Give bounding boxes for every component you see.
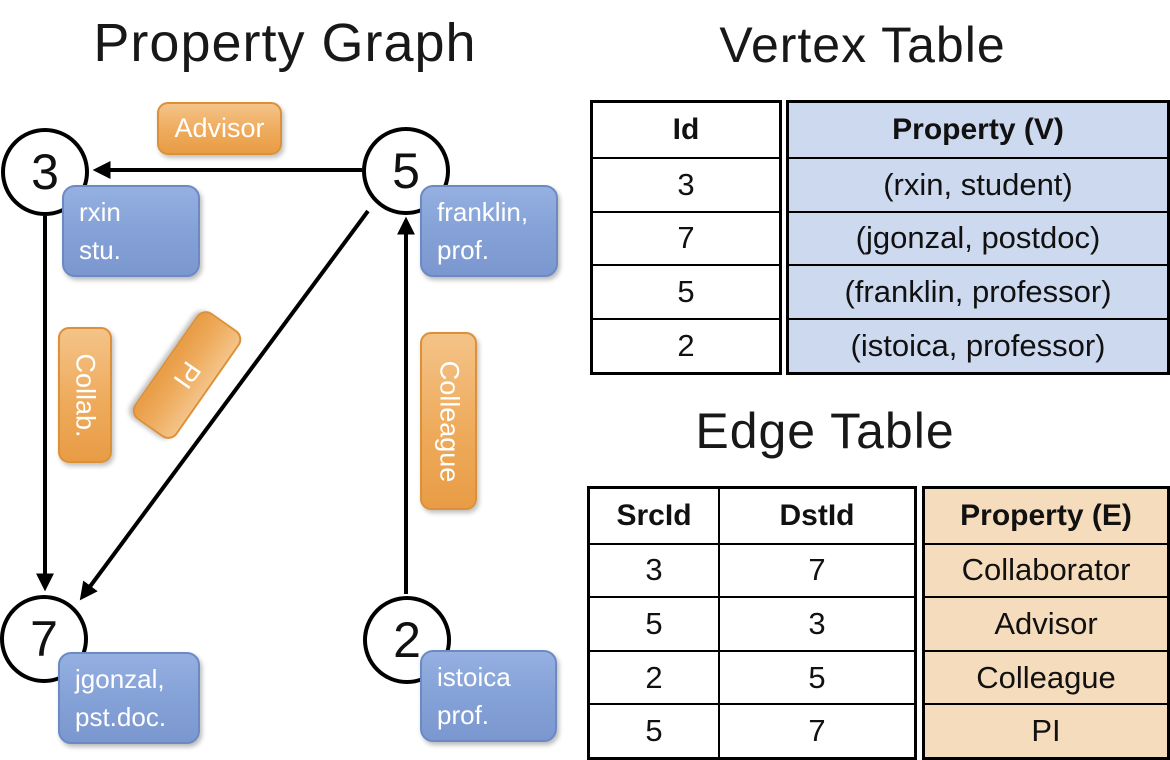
edge-label-colleague-text: Colleague xyxy=(434,360,464,482)
vertex-node-3: 3 xyxy=(1,128,89,216)
vertex-table-id-column: Id 3 7 5 2 xyxy=(590,100,782,375)
edge-table-property-cell: Advisor xyxy=(925,596,1167,650)
vertex-prop-franklin-line1: franklin, xyxy=(437,197,529,227)
edge-label-pi: PI xyxy=(128,306,246,444)
edge-table-src-cell: 5 xyxy=(590,596,718,650)
edge-table-dst-header: DstId xyxy=(718,489,914,543)
edge-table-src-cell: 2 xyxy=(590,649,718,704)
vertex-table-property-cell: (franklin, professor) xyxy=(789,264,1167,319)
edge-table-src-cell: 5 xyxy=(590,703,718,757)
edge-table-property-column: Property (E) Collaborator Advisor Collea… xyxy=(922,486,1170,760)
vertex-table-property-header: Property (V) xyxy=(789,103,1167,157)
vertex-table-property-cell: (rxin, student) xyxy=(789,156,1167,211)
edge-table-src-cell: 3 xyxy=(590,542,718,597)
vertex-prop-franklin-line2: prof. xyxy=(437,235,490,265)
vertex-prop-istoica-line1: istoica xyxy=(437,662,511,692)
edge-label-collab: Collab. xyxy=(58,327,112,463)
property-graph-title: Property Graph xyxy=(93,13,477,73)
edge-table-dst-cell: 3 xyxy=(718,596,914,650)
vertex-table-id-cell: 3 xyxy=(593,156,779,211)
vertex-table-property-cell: (istoica, professor) xyxy=(789,318,1167,372)
vertex-prop-box-rxin: rxin stu. xyxy=(62,185,200,277)
edge-table-property-cell: Colleague xyxy=(925,649,1167,704)
vertex-table-id-cell: 5 xyxy=(593,264,779,318)
vertex-prop-jgonzal-line1: jgonzal, xyxy=(75,664,165,694)
vertex-prop-istoica-line2: prof. xyxy=(437,700,490,730)
vertex-table-property-column: Property (V) (rxin, student) (jgonzal, p… xyxy=(786,100,1170,375)
vertex-node-2-id: 2 xyxy=(393,612,421,668)
vertex-prop-jgonzal-line2: pst.doc. xyxy=(75,702,167,732)
edge-table-property-cell: PI xyxy=(925,703,1167,757)
vertex-table-title: Vertex Table xyxy=(719,17,1006,73)
edge-table-title: Edge Table xyxy=(695,403,955,459)
edge-table-dst-cell: 7 xyxy=(718,542,914,597)
vertex-prop-box-jgonzal: jgonzal, pst.doc. xyxy=(58,652,200,744)
edge-label-collab-text: Collab. xyxy=(70,352,101,438)
vertex-node-5-id: 5 xyxy=(392,143,420,199)
vertex-node-7-id: 7 xyxy=(30,611,58,667)
vertex-node-3-id: 3 xyxy=(31,144,59,200)
edge-label-advisor: Advisor xyxy=(157,102,282,155)
vertex-table-id-cell: 2 xyxy=(593,318,779,372)
vertex-table-property-cell: (jgonzal, postdoc) xyxy=(789,210,1167,265)
vertex-node-5: 5 xyxy=(362,127,450,215)
vertex-prop-rxin-line1: rxin xyxy=(79,197,121,227)
edge-table-property-header: Property (E) xyxy=(925,489,1167,543)
vertex-table-id-cell: 7 xyxy=(593,210,779,265)
edge-table-src-header: SrcId xyxy=(616,498,692,532)
vertex-prop-rxin-line2: stu. xyxy=(79,235,121,265)
edge-table-dst-cell: 5 xyxy=(718,649,914,704)
edge-table-src-dst-columns: SrcId DstId 3 7 5 3 2 5 5 7 xyxy=(587,486,917,760)
edge-label-pi-text: PI xyxy=(167,356,208,395)
vertex-prop-box-istoica: istoica prof. xyxy=(420,650,557,742)
vertex-prop-box-franklin: franklin, prof. xyxy=(420,185,558,277)
edge-label-advisor-text: Advisor xyxy=(174,113,265,143)
edge-table-property-cell: Collaborator xyxy=(925,542,1167,597)
edge-label-colleague: Colleague xyxy=(420,332,477,510)
vertex-table-id-header: Id xyxy=(672,112,700,146)
edge-table-dst-cell: 7 xyxy=(718,703,914,757)
